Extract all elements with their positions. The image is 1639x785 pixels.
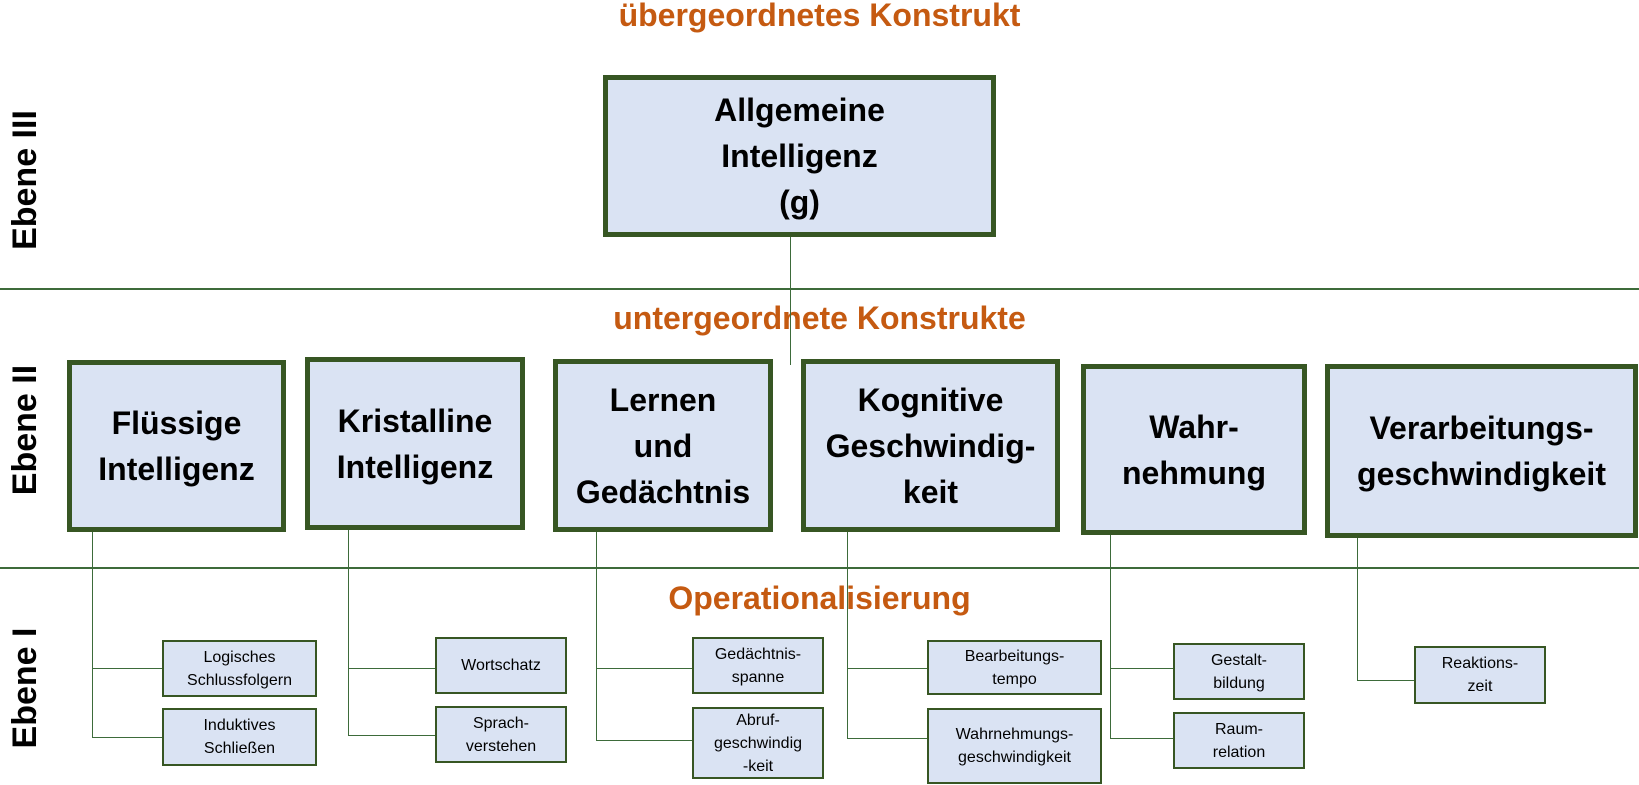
test-box-perceptual-speed: Wahrnehmungs- geschwindigkeit	[927, 708, 1102, 784]
connector-fluid	[92, 532, 93, 737]
connector-learning-test-2	[596, 740, 692, 741]
connector-crystallized-test-2	[348, 735, 435, 736]
test-box-language-comprehension: Sprach- verstehen	[435, 706, 567, 763]
factor-box-cognitive-speed: Kognitive Geschwindig- keit	[801, 359, 1060, 532]
factor-box-learning-memory: Lernen und Gedächtnis	[553, 359, 773, 532]
level-divider-upper	[0, 288, 1639, 290]
connector-cognitive-test-2	[847, 738, 927, 739]
factor-box-fluid-intelligence: Flüssige Intelligenz	[67, 360, 286, 532]
factor-box-processing-speed: Verarbeitungs- geschwindigkeit	[1325, 364, 1638, 538]
test-box-vocabulary: Wortschatz	[435, 637, 567, 694]
heading-subordinate: untergeordnete Konstrukte	[613, 300, 1026, 336]
connector-perception-test-2	[1110, 738, 1173, 739]
test-box-logical-reasoning: Logisches Schlussfolgern	[162, 640, 317, 697]
connector-processing	[1357, 538, 1358, 680]
test-box-retrieval-speed: Abruf- geschwindig -keit	[692, 707, 824, 779]
heading-superordinate: übergeordnetes Konstrukt	[618, 0, 1021, 33]
test-box-reaction-time: Reaktions- zeit	[1414, 646, 1546, 704]
connector-fluid-test-2	[92, 737, 162, 738]
connector-perception-test-1	[1110, 668, 1173, 669]
connector-crystallized	[348, 530, 349, 735]
general-intelligence-box: Allgemeine Intelligenz (g)	[603, 75, 996, 237]
level-label-i: Ebene I	[6, 627, 44, 749]
connector-processing-test-1	[1357, 680, 1414, 681]
connector-learning-test-1	[596, 668, 692, 669]
test-box-memory-span: Gedächtnis- spanne	[692, 637, 824, 694]
heading-operationalization: Operationalisierung	[668, 580, 971, 616]
connector-fluid-test-1	[92, 668, 162, 669]
test-box-spatial-relation: Raum- relation	[1173, 712, 1305, 769]
test-box-inductive-reasoning: Induktives Schließen	[162, 708, 317, 766]
factor-box-crystallized-intelligence: Kristalline Intelligenz	[305, 357, 525, 530]
connector-perception	[1110, 535, 1111, 738]
level-label-iii: Ebene III	[6, 110, 44, 250]
connector-crystallized-test-1	[348, 668, 435, 669]
connector-cognitive-test-1	[847, 668, 927, 669]
connector-learning	[596, 532, 597, 740]
connector-cognitive	[847, 532, 848, 738]
test-box-processing-tempo: Bearbeitungs- tempo	[927, 640, 1102, 695]
level-label-ii: Ebene II	[6, 364, 44, 496]
connector-general	[790, 235, 791, 365]
factor-box-perception: Wahr- nehmung	[1081, 364, 1307, 535]
level-divider-lower	[0, 567, 1639, 569]
test-box-gestalt-formation: Gestalt- bildung	[1173, 643, 1305, 700]
